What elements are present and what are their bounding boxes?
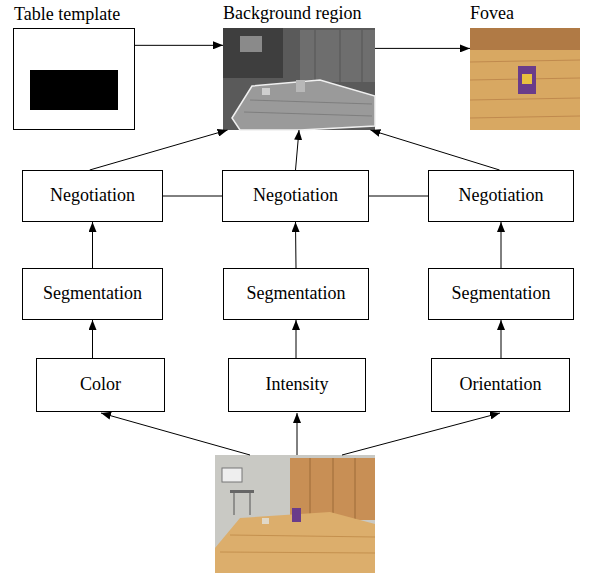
process-box: Negotiation — [22, 170, 163, 222]
panel-heading: Fovea — [470, 3, 514, 25]
feature-box: Intensity — [228, 358, 366, 412]
image-panel: Background region — [223, 28, 375, 130]
flow-arrow — [92, 222, 93, 268]
flow-arrow — [375, 48, 470, 49]
flow-arrow — [135, 45, 223, 46]
input-arrow — [101, 413, 250, 455]
process-box: Segmentation — [22, 268, 163, 320]
process-box: Negotiation — [222, 170, 369, 222]
flow-arrow — [501, 222, 502, 268]
input-arrow — [297, 413, 298, 455]
flow-arrow — [295, 222, 297, 268]
box-label: Negotiation — [253, 185, 338, 207]
feature-box: Color — [36, 358, 165, 412]
input-image — [215, 455, 375, 573]
flow-arrow — [501, 320, 502, 358]
flow-arrow — [370, 130, 499, 170]
feature-box: Orientation — [431, 358, 570, 412]
background-image — [223, 28, 375, 130]
process-box: Segmentation — [428, 268, 574, 320]
box-label: Intensity — [266, 374, 329, 396]
panel-heading: Table template — [14, 4, 120, 26]
box-label: Orientation — [460, 374, 542, 396]
box-label: Color — [80, 374, 121, 396]
flow-arrow — [296, 320, 297, 358]
box-label: Segmentation — [247, 283, 346, 305]
box-label: Negotiation — [50, 185, 135, 207]
input-arrow — [342, 413, 500, 455]
image-panel: Fovea — [470, 28, 580, 130]
box-label: Segmentation — [452, 283, 551, 305]
box-label: Segmentation — [43, 283, 142, 305]
flow-arrow — [296, 130, 300, 170]
link-line — [163, 196, 222, 197]
template-shape — [30, 70, 118, 110]
panel-heading: Background region — [223, 3, 361, 25]
flow-arrow — [90, 130, 228, 170]
flow-arrow — [92, 320, 93, 358]
link-line — [369, 196, 428, 197]
template-box: Table template — [13, 28, 135, 130]
box-label: Negotiation — [459, 185, 544, 207]
fovea-image — [470, 28, 580, 130]
process-box: Segmentation — [223, 268, 369, 320]
process-box: Negotiation — [428, 170, 574, 222]
